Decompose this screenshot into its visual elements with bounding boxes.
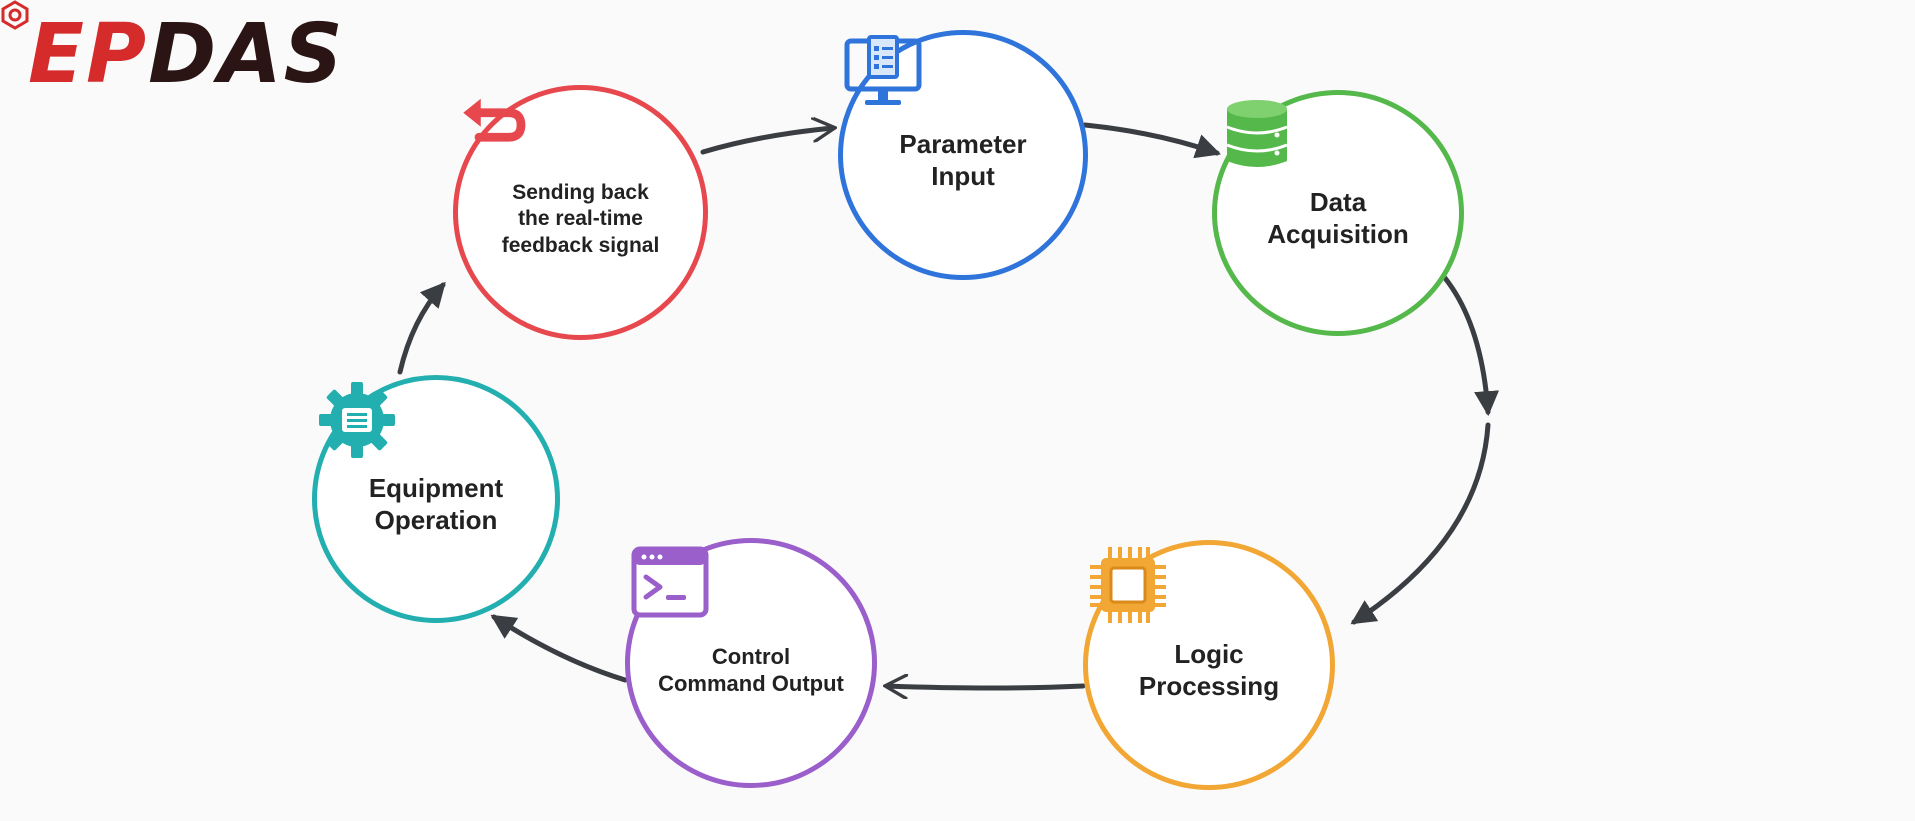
node-label: Control Command Output [658, 643, 844, 697]
logo-hexagon-icon [1, 0, 29, 30]
arrow-send-to-parameter [700, 128, 833, 155]
node-label: Data Acquisition [1267, 186, 1409, 250]
brand-logo: EPDAS [28, 14, 345, 96]
logo-text-dark: DAS [148, 7, 345, 102]
node-label: Sending back the real-time feedback sign… [501, 181, 660, 257]
arrow-parameter-to-data [1082, 122, 1221, 159]
arrow-to-logic [1350, 422, 1491, 625]
arrow-logic-to-control [887, 686, 1086, 688]
arrow-data-downward [1442, 275, 1500, 417]
node-label: Equipment Operation [368, 472, 504, 536]
node-sending-back-feedback: Sending back the real-time feedback sign… [453, 85, 708, 340]
terminal-window-icon [631, 546, 709, 618]
cpu-chip-icon [1090, 547, 1166, 623]
node-label: Parameter Input [899, 128, 1027, 192]
node-data-acquisition: Data Acquisition [1212, 90, 1464, 336]
arrow-control-to-equipment [490, 614, 628, 683]
node-parameter-input: Parameter Input [838, 30, 1088, 280]
gear-machine-icon [319, 382, 395, 458]
monitor-checklist-icon [844, 35, 922, 105]
return-arrow-icon [463, 98, 526, 142]
database-icon [1226, 100, 1288, 167]
logo-text-red: EP [28, 7, 149, 102]
node-label: Logic Processing [1138, 638, 1280, 702]
node-equipment-operation: Equipment Operation [312, 375, 560, 623]
arrow-equipment-to-send [397, 281, 446, 375]
node-control-command-output: Control Command Output [625, 538, 877, 788]
node-logic-processing: Logic Processing [1083, 540, 1335, 790]
